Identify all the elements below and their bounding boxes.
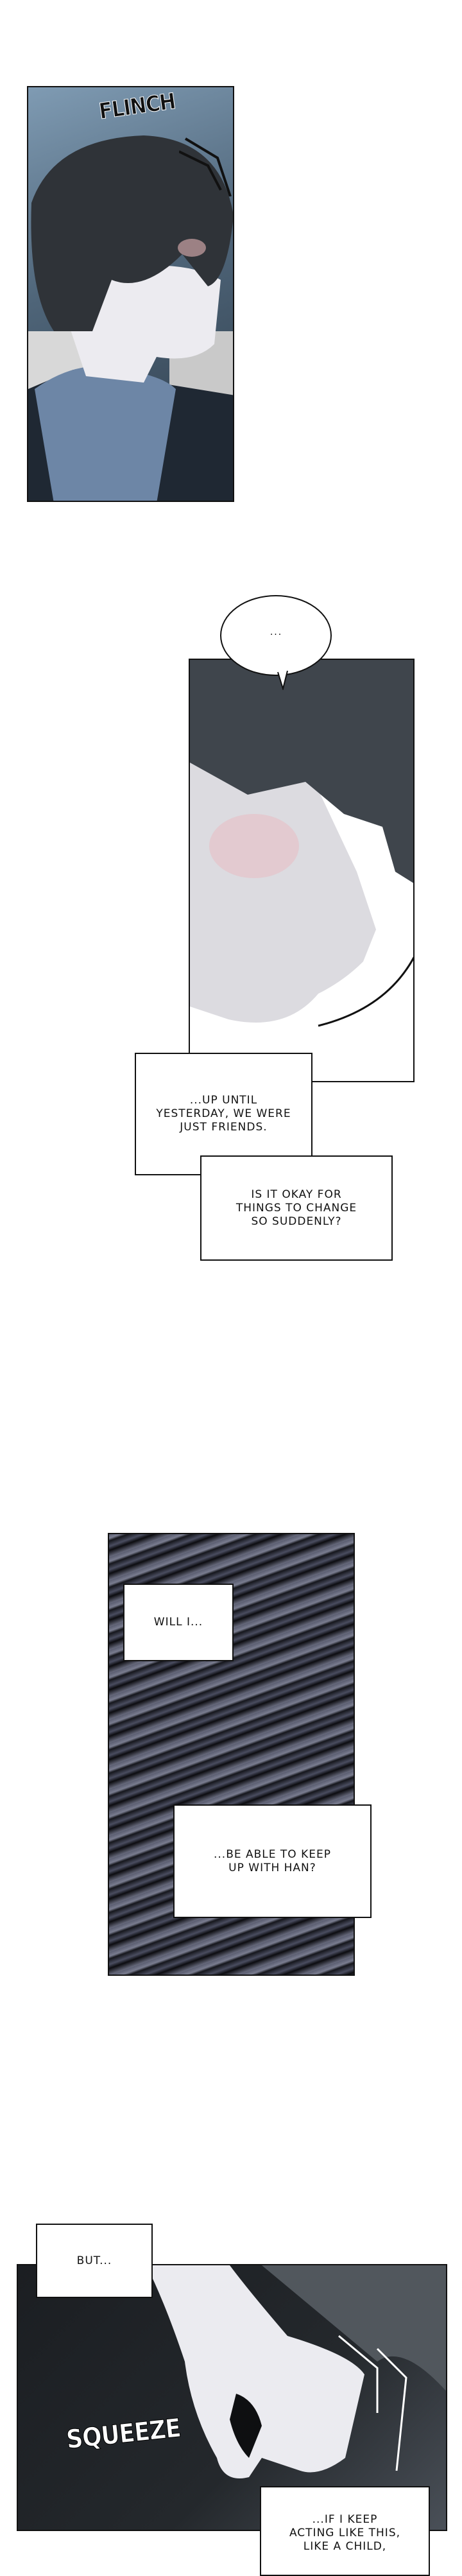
- panel-flinch: FLINCH: [27, 86, 234, 502]
- caption-is-it-okay: IS IT OKAY FOR THINGS TO CHANGE SO SUDDE…: [200, 1155, 393, 1261]
- boy-portrait-illustration: [28, 135, 233, 501]
- caption-acting-like-a-child: ...IF I KEEP ACTING LIKE THIS, LIKE A CH…: [260, 2486, 430, 2576]
- caption-keep-up-with-han: ...BE ABLE TO KEEP UP WITH HAN?: [173, 1804, 372, 1918]
- speech-bubble-shape: [220, 595, 332, 690]
- caption-will-i: WILL I...: [123, 1584, 234, 1661]
- caption-but: BUT...: [36, 2224, 153, 2298]
- speech-bubble: ...: [220, 595, 332, 690]
- caption-up-until-yesterday: ...UP UNTIL YESTERDAY, WE WERE JUST FRIE…: [135, 1053, 312, 1175]
- blushing-face-illustration: [190, 660, 413, 1027]
- clenched-fist-illustration: [146, 2265, 446, 2478]
- panel-blush: [189, 659, 415, 1082]
- speech-bubble-text: ...: [270, 627, 283, 637]
- motion-lines-icon: [179, 137, 232, 196]
